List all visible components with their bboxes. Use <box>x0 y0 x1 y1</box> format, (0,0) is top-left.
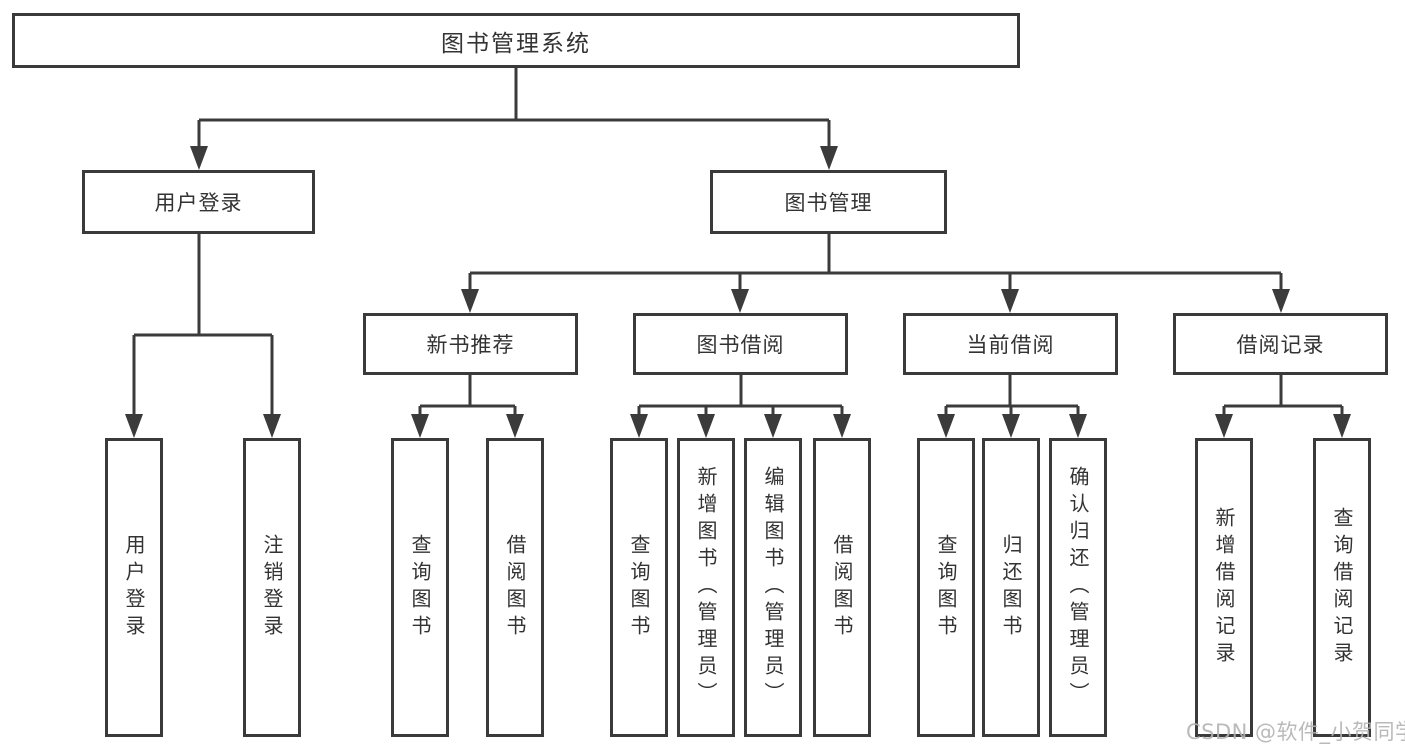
leaf-records-query-record-label: 查询借阅记录 <box>1330 506 1354 669</box>
leaf-user-login: 用户登录 <box>105 438 163 737</box>
leaf-borrow-edit-book-admin-label: 编辑图书（管理员） <box>761 466 785 709</box>
leaf-borrow-query-books: 查询图书 <box>610 438 668 737</box>
connector-recommend-children <box>411 375 524 438</box>
leaf-current-confirm-return-admin: 确认归还（管理员） <box>1049 438 1107 737</box>
node-user-login-label: 用户登录 <box>154 191 243 215</box>
leaf-borrow-add-book-admin-label: 新增图书（管理员） <box>694 466 718 709</box>
node-user-login: 用户登录 <box>82 170 315 234</box>
connector-user-login-children <box>125 234 281 438</box>
node-new-book-recommend-label: 新书推荐 <box>426 333 515 357</box>
node-current-borrow: 当前借阅 <box>903 313 1118 375</box>
node-current-borrow-label: 当前借阅 <box>966 333 1055 357</box>
leaf-recommend-borrow-books: 借阅图书 <box>486 438 544 737</box>
leaf-recommend-query-books-label: 查询图书 <box>408 533 432 642</box>
leaf-records-add-record-label: 新增借阅记录 <box>1212 506 1236 669</box>
node-book-borrow-label: 图书借阅 <box>696 333 785 357</box>
leaf-logout-label: 注销登录 <box>260 533 284 642</box>
leaf-records-query-record: 查询借阅记录 <box>1313 438 1371 737</box>
node-book-borrow: 图书借阅 <box>633 313 848 375</box>
connector-borrow-children <box>630 375 851 438</box>
leaf-records-add-record: 新增借阅记录 <box>1195 438 1253 737</box>
node-book-management-label: 图书管理 <box>784 191 873 215</box>
leaf-borrow-borrow-books-label: 借阅图书 <box>830 533 854 642</box>
leaf-logout: 注销登录 <box>243 438 301 737</box>
leaf-current-query-books: 查询图书 <box>917 438 975 737</box>
leaf-current-confirm-return-admin-label: 确认归还（管理员） <box>1066 466 1090 709</box>
leaf-borrow-borrow-books: 借阅图书 <box>813 438 871 737</box>
leaf-current-return-books-label: 归还图书 <box>999 533 1023 642</box>
leaf-borrow-edit-book-admin: 编辑图书（管理员） <box>744 438 802 737</box>
connector-current-children <box>937 375 1087 438</box>
node-book-management: 图书管理 <box>710 170 947 234</box>
leaf-recommend-borrow-books-label: 借阅图书 <box>503 533 527 642</box>
leaf-user-login-label: 用户登录 <box>122 533 146 642</box>
leaf-borrow-query-books-label: 查询图书 <box>627 533 651 642</box>
leaf-recommend-query-books: 查询图书 <box>391 438 449 737</box>
node-root: 图书管理系统 <box>12 13 1020 68</box>
connector-book-management-children <box>461 234 1290 313</box>
leaf-current-query-books-label: 查询图书 <box>934 533 958 642</box>
leaf-current-return-books: 归还图书 <box>982 438 1040 737</box>
connector-records-children <box>1215 375 1351 438</box>
node-borrow-records: 借阅记录 <box>1173 313 1388 375</box>
leaf-borrow-add-book-admin: 新增图书（管理员） <box>677 438 735 737</box>
node-new-book-recommend: 新书推荐 <box>363 313 578 375</box>
node-borrow-records-label: 借阅记录 <box>1236 333 1325 357</box>
csdn-watermark: CSDN @软件_小贺同学 <box>1186 720 1405 744</box>
connector-root-to-level2 <box>190 68 838 170</box>
node-root-label: 图书管理系统 <box>441 30 591 57</box>
